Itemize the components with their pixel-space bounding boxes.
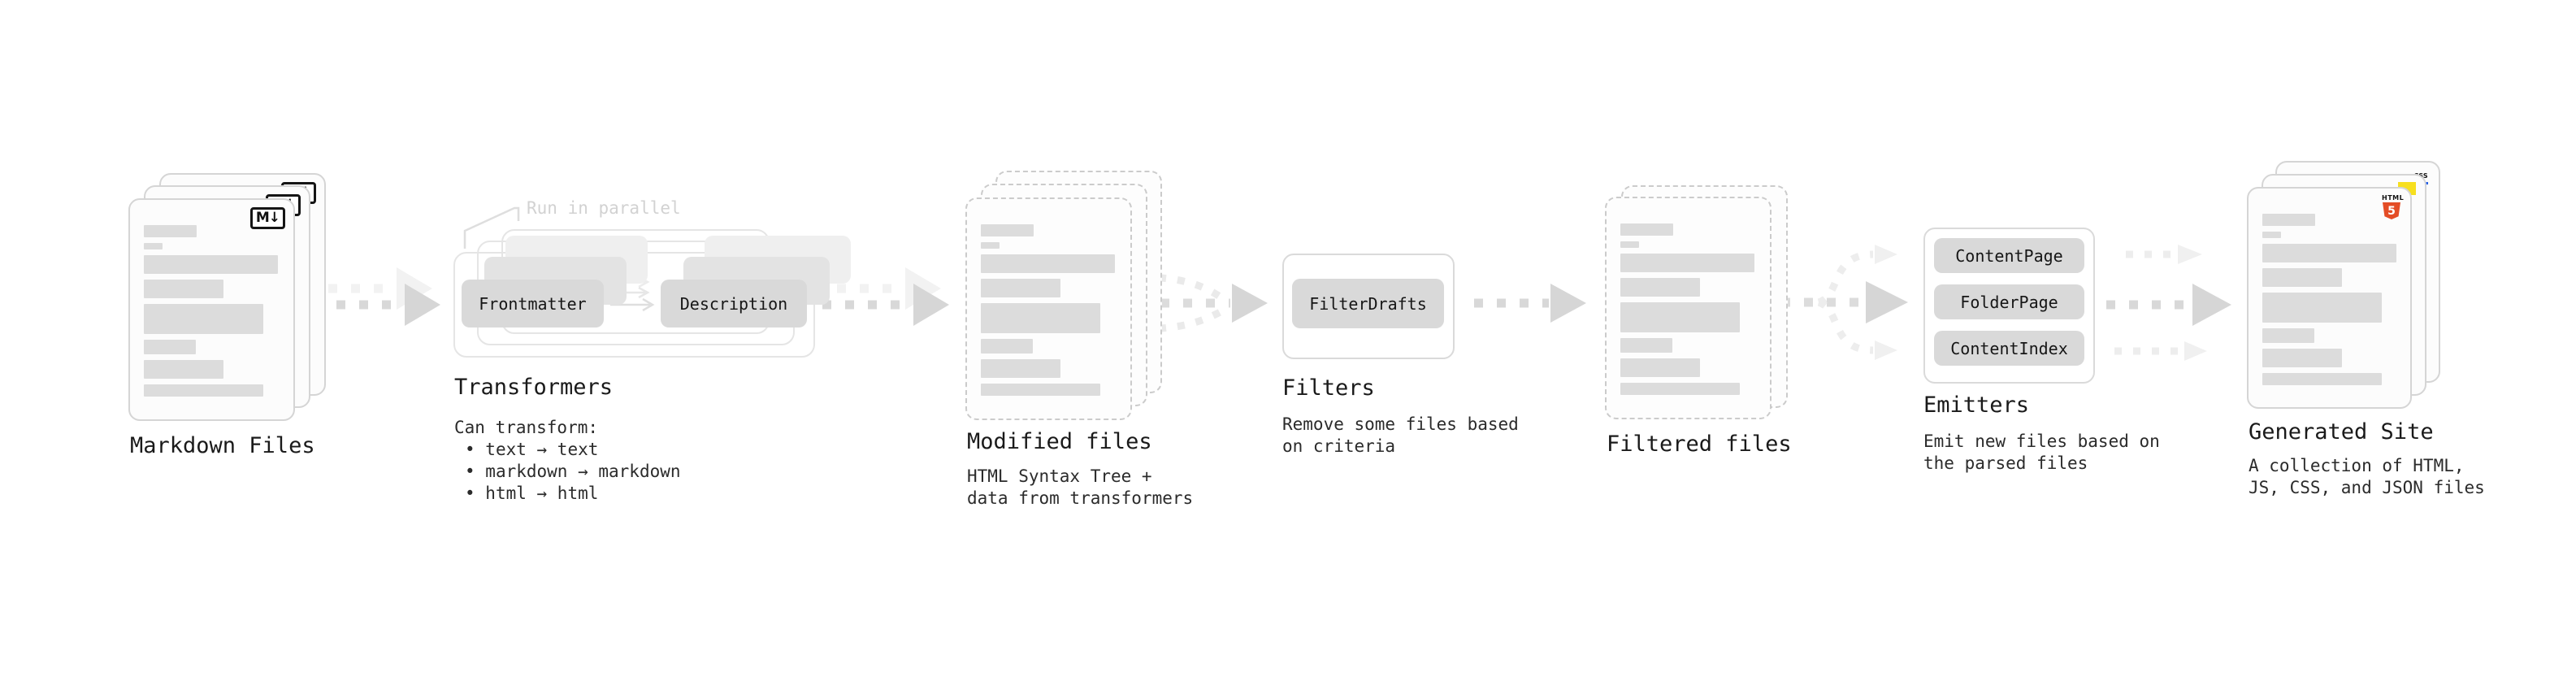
filters-label: Filters xyxy=(1282,375,1375,401)
content-bar xyxy=(144,340,196,354)
filterdrafts-pill: FilterDrafts xyxy=(1292,279,1444,328)
bullet-item: markdown → markdown xyxy=(454,461,680,483)
modified-files-label: Modified files xyxy=(967,429,1152,454)
generated-site-label: Generated Site xyxy=(2249,419,2434,445)
transformers-description: Can transform: text → text markdown → ma… xyxy=(454,417,681,503)
content-bar xyxy=(2262,214,2315,226)
content-bar xyxy=(1620,278,1700,297)
document-content-placeholder xyxy=(2262,214,2396,385)
frontmatter-pill: Frontmatter xyxy=(462,280,604,327)
content-bar xyxy=(2262,293,2382,323)
generated-site-description: A collection of HTML, JS, CSS, and JSON … xyxy=(2249,456,2485,497)
contentpage-pill: ContentPage xyxy=(1934,238,2084,273)
content-bar xyxy=(1620,302,1740,332)
content-bar xyxy=(2262,232,2281,238)
content-bar xyxy=(144,304,263,334)
flow-arrow-filters-to-filtered xyxy=(1474,284,1586,323)
content-bar xyxy=(981,254,1115,273)
content-bar xyxy=(1620,358,1700,377)
transformers-bullet-list: text → text markdown → markdown html → h… xyxy=(454,439,681,503)
filters-description: Remove some files based on criteria xyxy=(1282,414,1519,456)
description-pill: Description xyxy=(661,280,807,327)
content-bar xyxy=(144,225,197,237)
content-bar xyxy=(144,360,223,379)
flow-arrow-filtered-to-emitters xyxy=(1781,245,1908,360)
html5-icon: HTML 5 xyxy=(2382,195,2404,219)
modified-file-card xyxy=(965,197,1132,420)
flow-arrow-emitters-to-generated xyxy=(2106,245,2231,361)
bullet-item: html → html xyxy=(454,483,681,505)
document-content-placeholder xyxy=(1620,223,1754,395)
bullet-item: text → text xyxy=(454,439,681,461)
content-bar xyxy=(981,303,1100,333)
content-bar xyxy=(981,339,1033,354)
content-bar xyxy=(1620,383,1740,395)
run-in-parallel-annotation: Run in parallel xyxy=(527,198,681,218)
content-bar xyxy=(144,255,278,274)
folderpage-pill: FolderPage xyxy=(1934,284,2084,319)
content-bar xyxy=(981,224,1034,236)
document-content-placeholder xyxy=(981,224,1115,396)
filtered-file-card xyxy=(1605,197,1772,419)
flow-arrow-transformers-to-modified xyxy=(822,284,949,326)
content-bar xyxy=(1620,241,1639,248)
markdown-icon: M↓ xyxy=(249,207,285,229)
flow-arrow-markdown-to-transformers xyxy=(314,284,440,326)
content-bar xyxy=(1620,254,1754,272)
content-bar xyxy=(1620,338,1672,353)
content-bar xyxy=(981,279,1060,297)
content-bar xyxy=(144,243,163,249)
content-bar xyxy=(981,242,1000,249)
content-bar xyxy=(2262,268,2342,287)
filtered-files-label: Filtered files xyxy=(1607,432,1792,457)
generated-file-card: HTML 5 xyxy=(2247,187,2412,409)
content-bar xyxy=(2262,349,2342,367)
emitters-label: Emitters xyxy=(1923,393,2030,418)
contentindex-pill: ContentIndex xyxy=(1934,331,2084,366)
content-bar xyxy=(981,359,1060,378)
content-bar xyxy=(2262,373,2382,385)
content-bar xyxy=(2262,328,2314,343)
modified-files-description: HTML Syntax Tree + data from transformer… xyxy=(967,466,1194,508)
emitters-description: Emit new files based on the parsed files xyxy=(1923,432,2160,473)
content-bar xyxy=(1620,223,1673,236)
markdown-files-label: Markdown Files xyxy=(130,433,315,458)
markdown-file-card: M↓ xyxy=(128,198,295,421)
transformers-intro: Can transform: xyxy=(454,418,599,437)
content-bar xyxy=(981,384,1100,396)
content-bar xyxy=(144,384,263,397)
content-bar xyxy=(144,280,223,298)
content-bar xyxy=(2262,244,2396,262)
document-content-placeholder xyxy=(144,225,278,397)
transformers-label: Transformers xyxy=(454,375,614,400)
